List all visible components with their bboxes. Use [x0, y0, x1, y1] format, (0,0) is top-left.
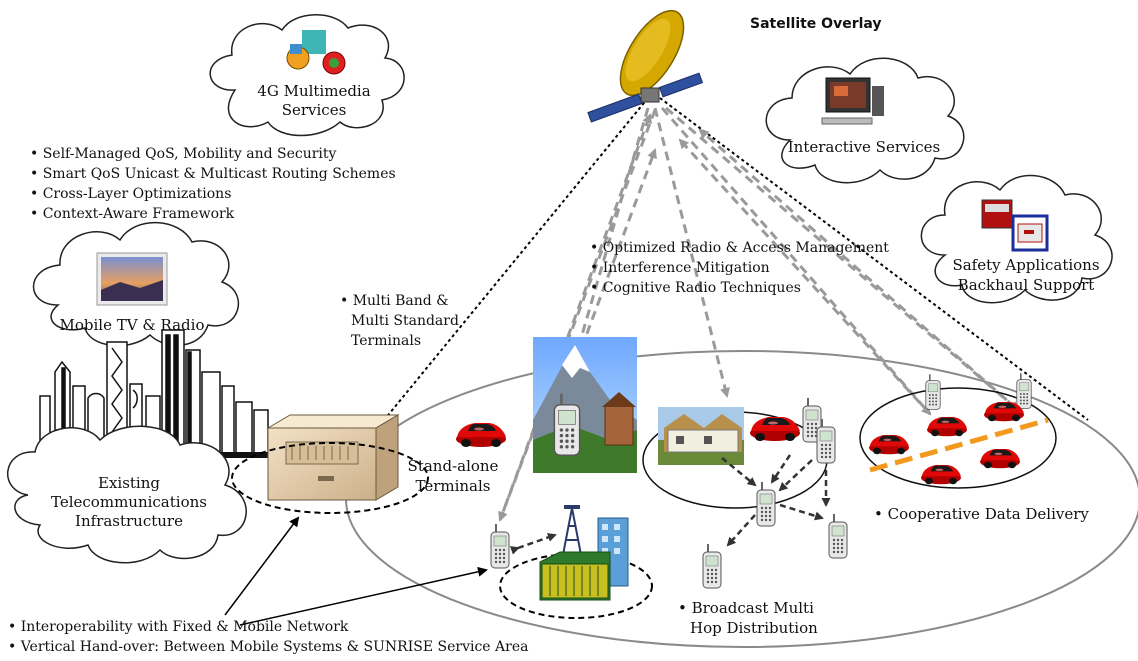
- car-icon: [921, 465, 961, 485]
- phone-tower-link: [509, 533, 557, 555]
- cloud-interactive-services: Interactive Services: [765, 57, 965, 184]
- cloud-4g-multimedia: 4G Multimedia Services: [209, 14, 405, 137]
- cloud-multimedia-line1: 4G Multimedia: [257, 82, 370, 100]
- multi-band-terminals-label: • Multi Band & Multi Standard Terminals: [340, 293, 459, 349]
- car-icon: [980, 449, 1020, 469]
- interop-arrow-tower: [239, 566, 488, 626]
- cloud-safety-line1: Safety Applications: [952, 256, 1099, 274]
- feature-item: • Cross-Layer Optimizations: [30, 186, 231, 202]
- satellite-icon: [587, 9, 704, 123]
- cloud-multimedia-line2: Services: [282, 101, 347, 119]
- broadcast-line2: Hop Distribution: [690, 619, 818, 637]
- cloud-telecom-line1: Existing: [98, 474, 160, 492]
- terminals-line: Terminals: [351, 333, 421, 349]
- cloud-telecom-line3: Infrastructure: [75, 512, 183, 530]
- emergency-vehicles-icon: [981, 199, 1049, 252]
- phone-icon: [924, 373, 942, 411]
- car-icon: [456, 423, 506, 447]
- phone-icon: [490, 523, 510, 569]
- cloud-mobile-tv: Mobile TV & Radio: [32, 221, 239, 347]
- multi-hop-arrows: [721, 454, 831, 547]
- terminals-line: • Multi Band &: [340, 293, 449, 309]
- server-dashed-ellipse: [231, 442, 429, 514]
- phone-icon: [828, 513, 848, 559]
- multimedia-icon: [286, 30, 346, 75]
- radio-feature-item: • Interference Mitigation: [590, 260, 770, 276]
- cloud-telecom-infrastructure: Existing Telecommunications Infrastructu…: [6, 425, 247, 564]
- feature-item: • Context-Aware Framework: [30, 206, 235, 222]
- feature-item: • Self-Managed QoS, Mobility and Securit…: [30, 146, 337, 162]
- features-radio-list: • Optimized Radio & Access Management • …: [590, 240, 889, 296]
- cooperative-ellipse: [859, 387, 1057, 489]
- server-box-icon: [266, 414, 400, 501]
- mobile-tv-screen-icon: [96, 252, 168, 306]
- cloud-telecom-line2: Telecommunications: [51, 493, 207, 511]
- city-skyline: [30, 329, 280, 461]
- cooperative-link: [869, 417, 1049, 473]
- phone-icon: [1015, 372, 1032, 410]
- bottom-note-vertical-handover: • Vertical Hand-over: Between Mobile Sys…: [8, 639, 528, 655]
- phone-icon: [702, 543, 722, 589]
- computer-icon: [821, 77, 884, 125]
- cloud-interactive-label: Interactive Services: [788, 138, 941, 156]
- village-picture: [658, 407, 744, 465]
- features-top-list: • Self-Managed QoS, Mobility and Securit…: [30, 146, 396, 222]
- satellite-cone-lines: [379, 97, 1089, 426]
- standalone-line2: Terminals: [415, 477, 490, 495]
- car-icon: [927, 417, 967, 437]
- car-icon: [869, 435, 909, 455]
- feature-item: • Smart QoS Unicast & Multicast Routing …: [30, 166, 396, 182]
- phone-icon: [756, 481, 776, 527]
- bottom-note-interoperability: • Interoperability with Fixed & Mobile N…: [8, 619, 349, 635]
- satellite-overlay-title: Satellite Overlay: [750, 16, 882, 32]
- satellite-links: [498, 106, 1020, 522]
- cooperative-label: • Cooperative Data Delivery: [874, 505, 1089, 523]
- terminals-line: Multi Standard: [351, 313, 459, 329]
- tower-building-icon: [539, 505, 629, 601]
- standalone-line1: Stand-alone: [408, 457, 499, 475]
- radio-feature-item: • Cognitive Radio Techniques: [590, 280, 801, 296]
- car-icon: [750, 417, 800, 441]
- cloud-safety-applications: Safety Applications Backhaul Support: [920, 174, 1113, 304]
- broadcast-line1: • Broadcast Multi: [678, 599, 814, 617]
- radio-feature-item: • Optimized Radio & Access Management: [590, 240, 889, 256]
- cloud-safety-line2: Backhaul Support: [958, 276, 1095, 294]
- mountain-picture: [533, 337, 637, 473]
- interop-arrow-server: [224, 516, 300, 616]
